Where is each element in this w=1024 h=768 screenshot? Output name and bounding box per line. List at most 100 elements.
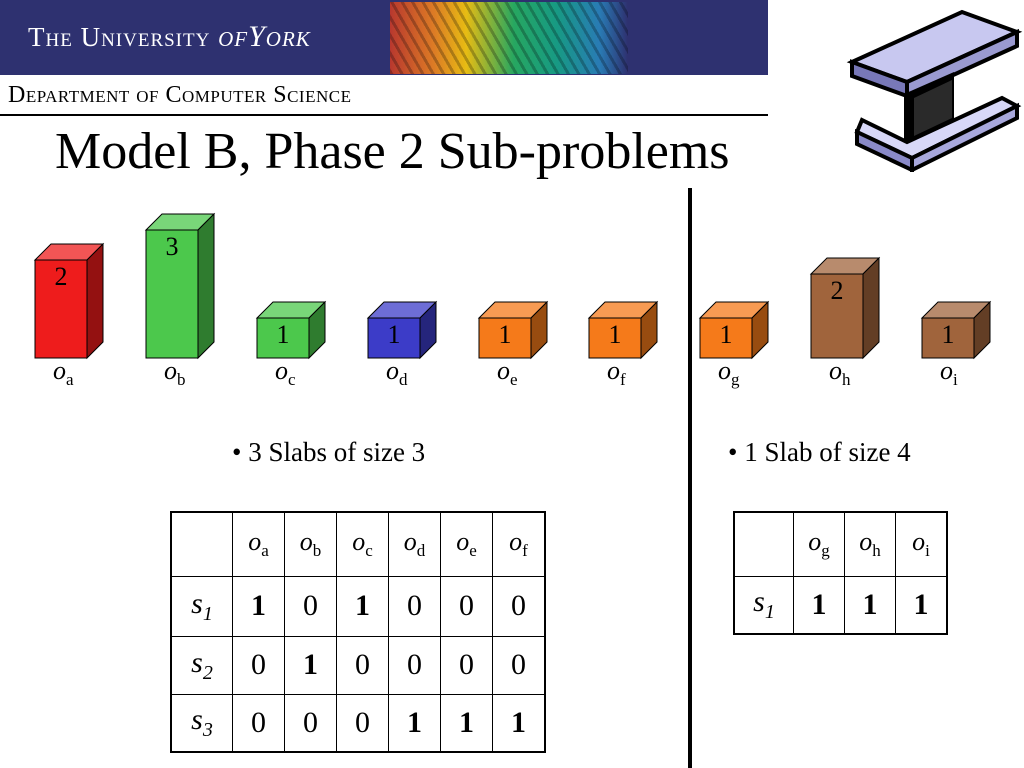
object-box-d: 1: [366, 300, 438, 360]
table-cell: 1: [232, 575, 285, 637]
box-side: [862, 256, 880, 360]
steel-beam-icon: [846, 9, 1023, 172]
box-side: [530, 300, 548, 360]
table-cell: 0: [440, 635, 493, 695]
table-cell: 0: [232, 693, 285, 753]
object-label-f: of: [607, 356, 626, 390]
box-shape: [255, 300, 327, 360]
col-header: oc: [336, 511, 389, 577]
table-cell: 1: [844, 575, 896, 635]
table-cell: 1: [284, 635, 337, 695]
box-side: [973, 300, 991, 360]
table-cell: 1: [336, 575, 389, 637]
box-shape: [33, 242, 105, 360]
box-shape: [809, 256, 881, 360]
row-header: s1: [733, 575, 794, 635]
box-shape: [587, 300, 659, 360]
left-bullet: • 3 Slabs of size 3: [232, 437, 426, 467]
box-side: [419, 300, 437, 360]
col-header: od: [388, 511, 441, 577]
table-cell: 1: [388, 693, 441, 753]
table-cell: 0: [284, 693, 337, 753]
box-side: [197, 212, 215, 360]
object-box-i: 1: [920, 300, 992, 360]
object-box-a: 2: [33, 242, 105, 360]
box-value: 1: [719, 320, 733, 349]
box-shape: [698, 300, 770, 360]
object-box-h: 2: [809, 256, 881, 360]
table-cell: 0: [336, 693, 389, 753]
col-header: oi: [895, 511, 948, 577]
table-row: s1 1 0 1 0 0 0: [170, 575, 546, 637]
col-header: of: [492, 511, 546, 577]
table-cell: 0: [388, 575, 441, 637]
col-header: ob: [284, 511, 337, 577]
table-cell: 0: [492, 575, 546, 637]
object-label-i: oi: [940, 356, 958, 390]
header-divider: [0, 114, 768, 116]
university-york: York: [248, 20, 311, 53]
box-value: 1: [608, 320, 622, 349]
left-slab-table: oa ob oc od oe of s1 1 0 1 0 0 0 s2 0 1 …: [170, 511, 546, 753]
object-box-g: 1: [698, 300, 770, 360]
col-header: oh: [844, 511, 896, 577]
university-of: of: [218, 20, 249, 53]
table-cell: 0: [232, 635, 285, 695]
table-corner: [170, 511, 233, 577]
object-label-d: od: [386, 356, 408, 390]
table-cell: 0: [336, 635, 389, 695]
table-cell: 1: [492, 693, 546, 753]
box-value: 1: [276, 320, 290, 349]
table-cell: 0: [284, 575, 337, 637]
object-label-h: oh: [829, 356, 851, 390]
col-header: oa: [232, 511, 285, 577]
box-shape: [366, 300, 438, 360]
box-side: [86, 242, 104, 360]
table-cell: 0: [440, 575, 493, 637]
box-shape: [920, 300, 992, 360]
right-bullet: • 1 Slab of size 4: [728, 437, 911, 467]
table-cell: 0: [492, 635, 546, 695]
row-header: s1: [170, 575, 233, 637]
vertical-divider: [688, 188, 692, 768]
university-prefix: The University: [28, 22, 211, 52]
box-value: 1: [941, 320, 955, 349]
table-row: s3 0 0 0 1 1 1: [170, 693, 546, 753]
box-value: 2: [54, 262, 68, 291]
slide-title: Model B, Phase 2 Sub-problems: [55, 123, 730, 180]
row-header: s2: [170, 635, 233, 695]
table-row: s2 0 1 0 0 0 0: [170, 635, 546, 695]
box-shape: [477, 300, 549, 360]
table-corner: [733, 511, 794, 577]
table-row: s1 1 1 1: [733, 575, 948, 635]
box-value: 3: [165, 232, 179, 261]
box-shape: [144, 212, 216, 360]
crest-image: [390, 2, 628, 74]
box-side: [308, 300, 326, 360]
box-side: [640, 300, 658, 360]
object-label-b: ob: [164, 356, 186, 390]
department-name: Department of Computer Science: [8, 82, 352, 108]
object-box-b: 3: [144, 212, 216, 360]
table-cell: 1: [895, 575, 948, 635]
object-box-e: 1: [477, 300, 549, 360]
object-label-c: oc: [275, 356, 296, 390]
university-banner: The University ofYork: [0, 0, 768, 75]
table-cell: 1: [793, 575, 845, 635]
box-side: [751, 300, 769, 360]
object-box-c: 1: [255, 300, 327, 360]
right-slab-table: og oh oi s1 1 1 1: [733, 511, 948, 635]
col-header: oe: [440, 511, 493, 577]
object-label-e: oe: [497, 356, 518, 390]
university-name: The University ofYork: [28, 20, 311, 54]
table-cell: 0: [388, 635, 441, 695]
row-header: s3: [170, 693, 233, 753]
col-header: og: [793, 511, 845, 577]
object-label-a: oa: [53, 356, 74, 390]
box-value: 1: [387, 320, 401, 349]
object-box-f: 1: [587, 300, 659, 360]
object-label-g: og: [718, 356, 740, 390]
box-value: 2: [830, 276, 844, 305]
table-cell: 1: [440, 693, 493, 753]
box-value: 1: [498, 320, 512, 349]
